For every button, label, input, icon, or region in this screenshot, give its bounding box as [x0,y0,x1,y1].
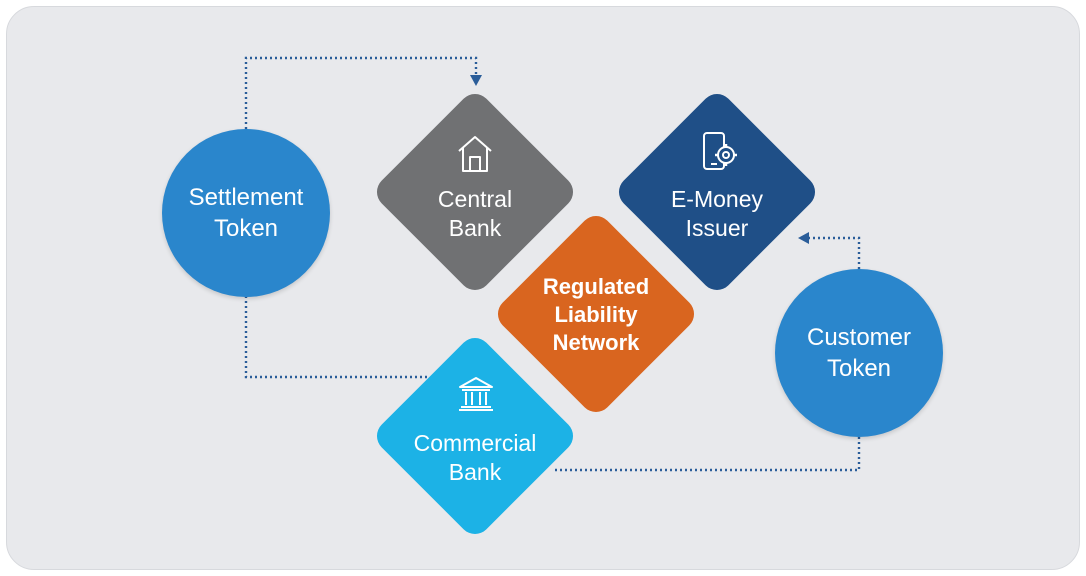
commercial-to-customer-connector [555,435,861,472]
rln-label-line3: Network [552,330,640,356]
commercial-bank-label-line1: Commercial [413,430,537,456]
commercial-bank-label: Commercial Bank [390,429,560,488]
customer-token-circle: Customer Token [775,269,943,437]
house-icon [458,136,492,172]
settlement-token-line1: Settlement [188,183,304,211]
e-money-issuer-label: E-Money Issuer [647,185,787,244]
central-bank-label: Central Bank [405,185,545,244]
diagram-canvas: Central Bank E-Money Issuer [6,6,1080,570]
settlement-to-central-connector [244,56,478,129]
central-bank-label-line1: Central [437,186,513,212]
bank-building-icon [459,377,493,411]
commercial-bank-label-line2: Bank [448,459,502,486]
customer-to-emoney-connector [809,236,861,269]
e-money-issuer-label-line1: E-Money [670,186,764,212]
settlement-to-commercial-connector [244,296,427,379]
arrowhead-central-bank [470,75,482,86]
settlement-token-line2: Token [213,215,279,242]
arrowhead-e-money-issuer [798,232,809,244]
customer-token-line2: Token [826,355,892,382]
e-money-issuer-label-line2: Issuer [685,215,749,242]
rln-label-line1: Regulated [542,274,650,299]
regulated-liability-network-label: Regulated Liability Network [516,273,676,357]
connector-lines [244,56,861,472]
rln-label-line2: Liability [554,302,638,328]
settlement-token-circle: Settlement Token [162,129,330,297]
central-bank-label-line2: Bank [448,215,502,242]
customer-token-line1: Customer [806,323,912,351]
phone-gear-icon [703,132,737,170]
